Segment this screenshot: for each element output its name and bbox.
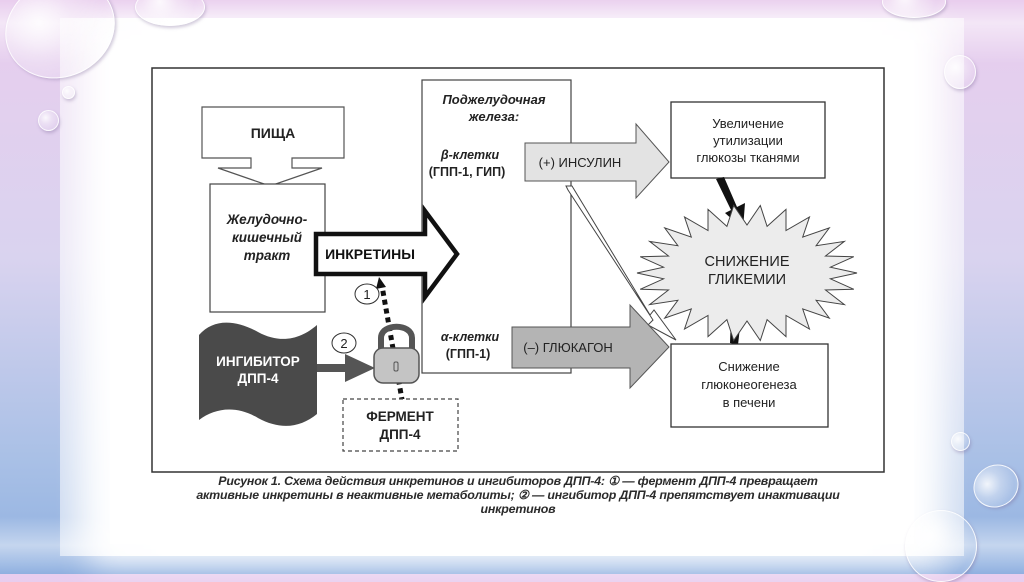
water-drop-decoration bbox=[38, 110, 59, 131]
enzyme-line-2: ДПП-4 bbox=[379, 427, 421, 442]
figure-caption: Рисунок 1. Схема действия инкретинов и и… bbox=[152, 474, 884, 516]
incretins-arrow: ИНКРЕТИНЫ bbox=[313, 204, 460, 304]
caption-line-3: инкретинов bbox=[480, 502, 556, 516]
glucose-utilization-box: Увеличение утилизации глюкозы тканями bbox=[670, 101, 826, 179]
glucose-utilization-line-2: утилизации bbox=[713, 133, 783, 148]
gluconeogenesis-box: Снижение глюконеогенеза в печени bbox=[670, 343, 829, 428]
gi-tract-line-2: кишечный bbox=[232, 230, 303, 245]
glycemia-line-2: ГЛИКЕМИИ bbox=[708, 272, 786, 288]
incretins-label: ИНКРЕТИНЫ bbox=[325, 246, 415, 262]
water-drop-decoration bbox=[905, 510, 977, 582]
gluconeogenesis-line-2: глюконеогенеза bbox=[701, 377, 797, 392]
inhibitor-to-enzyme-arrow bbox=[317, 354, 375, 382]
gi-tract-box: Желудочно- кишечный тракт bbox=[209, 183, 326, 313]
enzyme-box: ФЕРМЕНТ ДПП-4 bbox=[342, 398, 459, 452]
inhibitor-banner: ИНГИБИТОР ДПП-4 bbox=[199, 322, 317, 426]
beta-cells-hormones: (ГПП-1, ГИП) bbox=[429, 165, 506, 179]
glucose-utilization-line-3: глюкозы тканями bbox=[696, 150, 799, 165]
alpha-cells-hormones: (ГПП-1) bbox=[446, 347, 491, 361]
caption-line-1: Рисунок 1. Схема действия инкретинов и и… bbox=[218, 474, 818, 488]
insulin-arrow: (+) ИНСУЛИН bbox=[524, 122, 670, 200]
gi-tract-line-3: тракт bbox=[244, 248, 291, 263]
insulin-label: (+) ИНСУЛИН bbox=[539, 155, 622, 170]
inhibitor-line-1: ИНГИБИТОР bbox=[216, 354, 300, 369]
svg-text:1: 1 bbox=[363, 287, 370, 302]
gluconeogenesis-line-1: Снижение bbox=[718, 359, 779, 374]
alpha-cells-label: α-клетки bbox=[441, 330, 500, 344]
marker-1: 1 bbox=[354, 283, 380, 305]
gi-tract-line-1: Желудочно- bbox=[226, 212, 308, 227]
glucose-utilization-line-1: Увеличение bbox=[712, 116, 784, 131]
pancreas-title-line-1: Поджелудочная bbox=[442, 92, 545, 107]
pancreas-box: Поджелудочная железа: β-клетки (ГПП-1, Г… bbox=[421, 79, 572, 374]
glucagon-label: (–) ГЛЮКАГОН bbox=[523, 340, 613, 355]
water-drop-decoration bbox=[951, 432, 970, 451]
pancreas-title-line-2: железа: bbox=[468, 109, 519, 124]
water-drop-decoration bbox=[944, 55, 976, 89]
enzyme-line-1: ФЕРМЕНТ bbox=[366, 409, 434, 424]
svg-text:2: 2 bbox=[340, 336, 347, 351]
insulin-to-liver-arrow bbox=[565, 185, 677, 341]
beta-cells-label: β-клетки bbox=[440, 148, 500, 162]
water-drop-decoration bbox=[62, 86, 75, 99]
gluconeogenesis-line-3: в печени bbox=[723, 395, 776, 410]
food-label: ПИЩА bbox=[251, 125, 296, 141]
caption-line-2: активные инкретины в неактивные метаболи… bbox=[196, 488, 840, 502]
marker-2: 2 bbox=[331, 332, 357, 354]
inhibitor-line-2: ДПП-4 bbox=[237, 371, 279, 386]
glucagon-arrow: (–) ГЛЮКАГОН bbox=[511, 303, 670, 390]
glycemia-reduction-burst: СНИЖЕНИЕ ГЛИКЕМИИ bbox=[636, 204, 858, 342]
lock-icon bbox=[373, 323, 420, 384]
food-box: ПИЩА bbox=[201, 106, 345, 187]
glycemia-line-1: СНИЖЕНИЕ bbox=[705, 254, 790, 270]
